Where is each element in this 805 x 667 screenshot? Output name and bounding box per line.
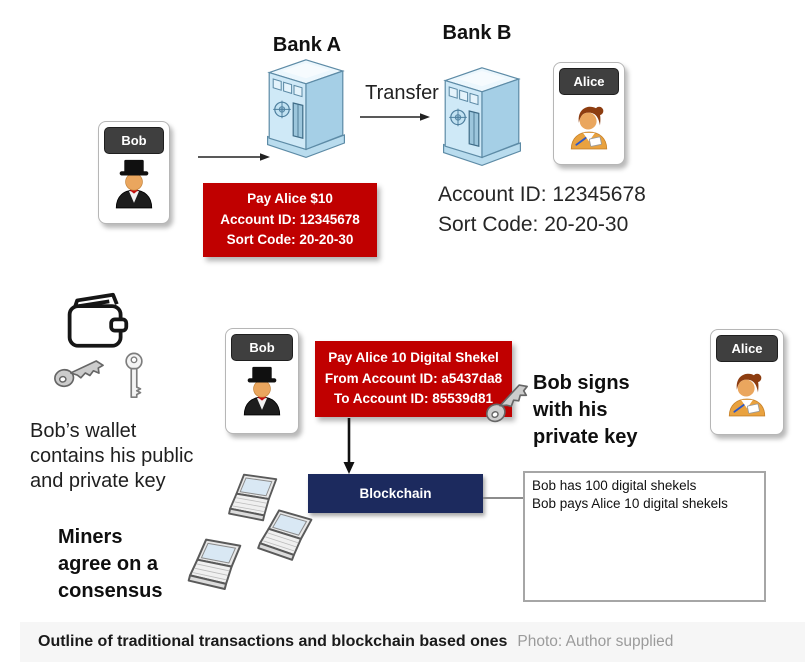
miner-laptop-icon (184, 534, 252, 596)
transfer-arrow-icon (360, 113, 430, 121)
blockchain-ledger-connector (483, 497, 523, 499)
payment-instruction-note: Pay Alice $10 Account ID: 12345678 Sort … (203, 183, 377, 257)
ledger-line: Bob pays Alice 10 digital shekels (532, 495, 728, 511)
wallet-note-line: contains his public (30, 445, 194, 467)
bob-signs-note: Bob signs with his private key (533, 370, 683, 451)
payment-note-line: Pay Alice $10 (247, 191, 333, 207)
transaction-instruction-note: Pay Alice 10 Digital Shekel From Account… (315, 341, 512, 417)
alice-card-top-label: Alice (559, 68, 619, 95)
bob-to-bank-arrow-icon (198, 153, 270, 161)
payment-note-line: Sort Code: 20-20-30 (226, 232, 354, 248)
woman-writing-icon (562, 98, 616, 156)
bank-a-title: Bank A (272, 34, 342, 56)
woman-writing-icon (720, 365, 774, 423)
caption-title: Outline of traditional transactions and … (38, 633, 508, 650)
transfer-label: Transfer (365, 82, 439, 104)
miner-laptop-icon (256, 507, 320, 565)
ledger-line: Bob has 100 digital shekels (532, 478, 697, 493)
bob-signs-line: with his (533, 399, 608, 421)
bob-card-bottom-label: Bob (231, 334, 293, 361)
transaction-note-line: Pay Alice 10 Digital Shekel (328, 350, 499, 366)
alice-card-bottom: Alice (710, 329, 784, 435)
payment-note-line: Account ID: 12345678 (220, 211, 360, 227)
blockchain-box: Blockchain (308, 474, 483, 513)
ledger-box: Bob has 100 digital shekels Bob pays Ali… (523, 471, 766, 602)
wallet-icon (62, 291, 132, 359)
man-tophat-icon (107, 157, 161, 215)
bob-card-top: Bob (98, 121, 170, 224)
miners-note: Miners agree on a consensus (58, 524, 218, 605)
man-tophat-icon (235, 364, 289, 422)
bob-card-bottom: Bob (225, 328, 299, 434)
caption-credit: Photo: Author supplied (517, 633, 674, 650)
bob-card-top-label: Bob (104, 127, 164, 154)
alice-card-bottom-label: Alice (716, 335, 778, 362)
bank-a-building-icon (266, 58, 346, 164)
public-key-icon (50, 352, 112, 391)
bank-b-title: Bank B (442, 22, 512, 44)
caption-bar: Outline of traditional transactions and … (20, 622, 805, 662)
miners-note-line: consensus (58, 580, 163, 602)
bob-signs-line: Bob signs (533, 372, 630, 394)
alice-card-top: Alice (553, 62, 625, 165)
wallet-note-line: and private key (30, 470, 166, 492)
wallet-note: Bob’s wallet contains his public and pri… (30, 419, 215, 494)
note-to-blockchain-arrow-icon (343, 418, 355, 474)
bob-signs-line: private key (533, 426, 638, 448)
miners-note-line: agree on a (58, 553, 159, 575)
sort-code-text: Sort Code: 20-20-30 (438, 213, 629, 236)
transaction-note-line: To Account ID: 85539d81 (333, 391, 494, 407)
wallet-note-line: Bob’s wallet (30, 420, 137, 442)
bank-b-building-icon (442, 66, 522, 172)
account-id-text: Account ID: 12345678 (438, 183, 646, 206)
miners-note-line: Miners (58, 526, 123, 548)
alice-account-details: Account ID: 12345678 Sort Code: 20-20-30 (438, 180, 646, 240)
transaction-note-line: From Account ID: a5437da8 (324, 370, 503, 386)
blockchain-label: Blockchain (359, 486, 432, 501)
private-key-icon (120, 352, 148, 400)
